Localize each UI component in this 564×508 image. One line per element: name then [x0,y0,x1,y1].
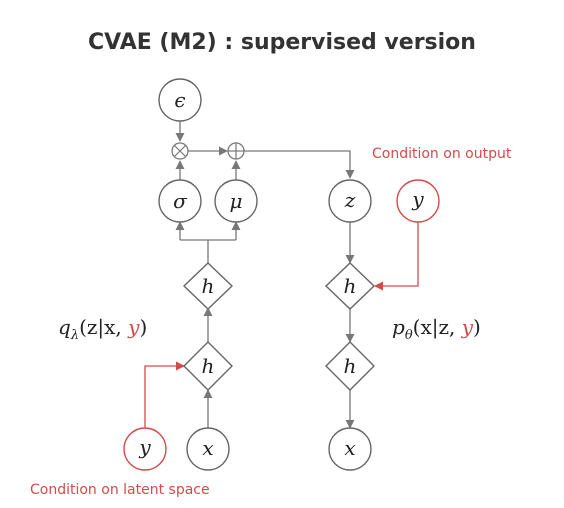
h-decoder-top-label: h [344,274,357,298]
edge-add-to-z [244,150,355,179]
y-decoder-label: y [411,187,424,211]
decoder-p-subscript: θ [404,328,413,343]
z-label: z [344,188,356,212]
h-encoder-top-node [182,262,234,310]
edge-y-to-hdec [374,222,419,291]
x-decoder-label: x [344,436,355,460]
decoder-distribution-label: pθ(x|z, y) [392,315,481,343]
h-encoder-bottom-node [183,341,233,391]
decoder-args: (x|z, [412,315,462,339]
decoder-y: y [461,315,474,339]
diagram-title: CVAE (M2) : supervised version [88,30,476,55]
z-node [328,179,372,223]
epsilon-node [158,78,202,122]
add-operator [227,142,245,160]
caption-condition-latent: Condition on latent space [30,482,210,498]
edge-y-to-henc [144,361,185,428]
encoder-y: y [128,315,140,339]
decoder-p: p [392,315,405,339]
x-encoder-label: x [202,436,213,460]
caption-condition-output: Condition on output [372,146,512,162]
sigma-label: σ [173,189,188,213]
multiply-operator [171,142,189,160]
sigma-node [158,179,202,223]
h-decoder-top-node [324,262,376,310]
y-encoder-node [123,427,167,471]
h-decoder-bottom-node [325,341,375,391]
decoder-close: ) [473,315,481,339]
h-encoder-bottom-label: h [202,354,215,378]
epsilon-label: ϵ [174,88,185,112]
mu-label: μ [230,189,243,213]
encoder-q-subscript: λ [70,328,80,343]
encoder-close: ) [139,315,148,339]
y-decoder-node [396,179,440,223]
x-encoder-node [186,427,230,471]
mu-node [214,179,258,223]
encoder-args: (z|x, [79,315,129,339]
x-decoder-node [328,427,372,471]
h-encoder-top-label: h [202,274,215,298]
y-encoder-label: y [138,435,151,459]
h-decoder-bottom-label: h [344,354,357,378]
encoder-q: q [58,315,71,339]
encoder-distribution-label: qλ(z|x, y) [58,315,147,343]
